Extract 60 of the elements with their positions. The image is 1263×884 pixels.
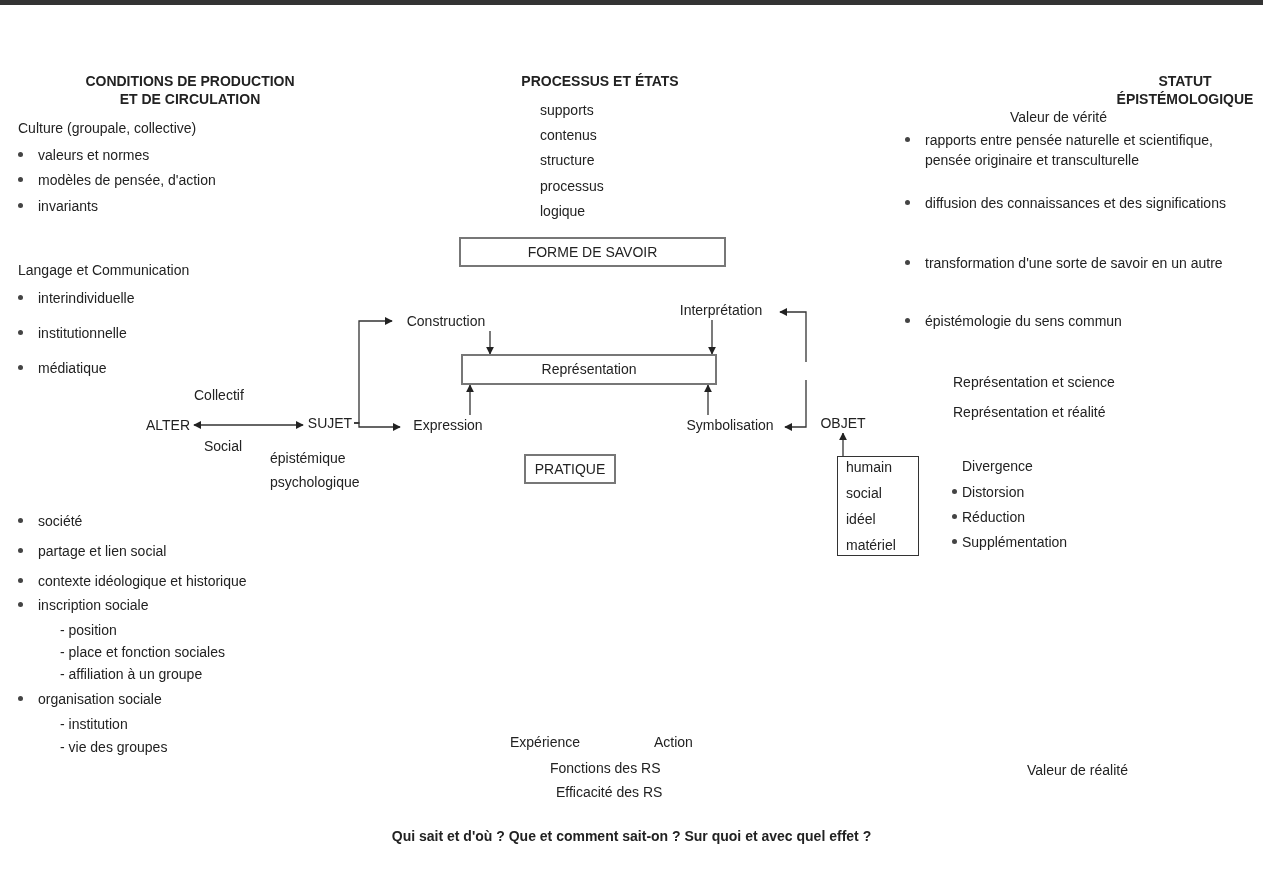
text-label: - institution — [60, 715, 128, 734]
text-label: institutionnelle — [38, 324, 127, 343]
text-label: Valeur de réalité — [1027, 761, 1128, 780]
text-label: Social — [204, 437, 243, 456]
text-label: Supplémentation — [962, 533, 1068, 552]
text-label: société — [38, 512, 83, 531]
arrow — [784, 379, 807, 431]
text-label: supports — [540, 101, 594, 120]
concept-box: Représentation — [461, 354, 717, 385]
arrow — [704, 384, 712, 416]
text-label: contexte idéologique et historique — [38, 572, 247, 591]
section-heading: CONDITIONS DE PRODUCTION ET DE CIRCULATION — [84, 72, 296, 108]
text-label: structure — [540, 151, 595, 170]
text-label: Réduction — [962, 508, 1026, 527]
arrow — [466, 384, 474, 416]
arrow — [708, 319, 716, 355]
text-label: valeurs et normes — [38, 146, 150, 165]
arrow — [779, 308, 807, 363]
arrow — [839, 432, 847, 457]
text-label: Action — [654, 733, 693, 752]
text-label: médiatique — [38, 359, 107, 378]
text-label: Efficacité des RS — [556, 783, 663, 802]
text-label: transformation d'une sorte de savoir en un autre — [925, 254, 1223, 273]
concept-box: FORME DE SAVOIR — [459, 237, 726, 267]
section-heading: STATUT ÉPISTÉMOLOGIQUE — [1115, 72, 1255, 108]
text-label: Représentation et réalité — [953, 403, 1106, 422]
text-label: - affiliation à un groupe — [60, 665, 203, 684]
text-label: - vie des groupes — [60, 738, 168, 757]
text-label: Représentation et science — [953, 373, 1115, 392]
arrow — [353, 422, 401, 431]
section-heading: PROCESSUS ET ÉTATS — [520, 72, 680, 90]
text-label: Divergence — [962, 457, 1033, 476]
arrow — [193, 421, 304, 429]
text-label: - position — [60, 621, 117, 640]
text-label: Valeur de vérité — [1010, 108, 1107, 127]
text-label: rapports entre pensée naturelle et scientifique, pensée originaire et transculturelle — [925, 131, 1214, 170]
text-label: partage et lien social — [38, 542, 167, 561]
text-label: épistémique — [270, 449, 346, 468]
caption: Qui sait et d'où ? Que et comment sait-on ? Sur quoi et avec quel effet ? — [390, 827, 873, 846]
text-label: contenus — [540, 126, 597, 145]
text-label: Fonctions des RS — [550, 759, 661, 778]
text-label: épistémologie du sens commun — [925, 312, 1122, 331]
concept-box: PRATIQUE — [524, 454, 616, 484]
text-label: inscription sociale — [38, 596, 149, 615]
text-label: logique — [540, 202, 586, 221]
text-label: Expérience — [510, 733, 581, 752]
text-label: Collectif — [194, 386, 244, 405]
text-label: psychologique — [270, 473, 360, 492]
text-label: diffusion des connaissances et des significations — [925, 194, 1226, 213]
arrow — [486, 330, 494, 355]
object-box: humain social idéel matériel — [837, 456, 919, 556]
text-label: invariants — [38, 197, 98, 216]
text-label: Langage et Communication — [18, 261, 190, 280]
text-label: organisation sociale — [38, 690, 162, 709]
text-label: processus — [540, 177, 604, 196]
text-label: - place et fonction sociales — [60, 643, 225, 662]
text-label: modèles de pensée, d'action — [38, 171, 216, 190]
text-label: interindividuelle — [38, 289, 135, 308]
text-label: Culture (groupale, collective) — [18, 119, 197, 138]
text-label: Distorsion — [962, 483, 1025, 502]
